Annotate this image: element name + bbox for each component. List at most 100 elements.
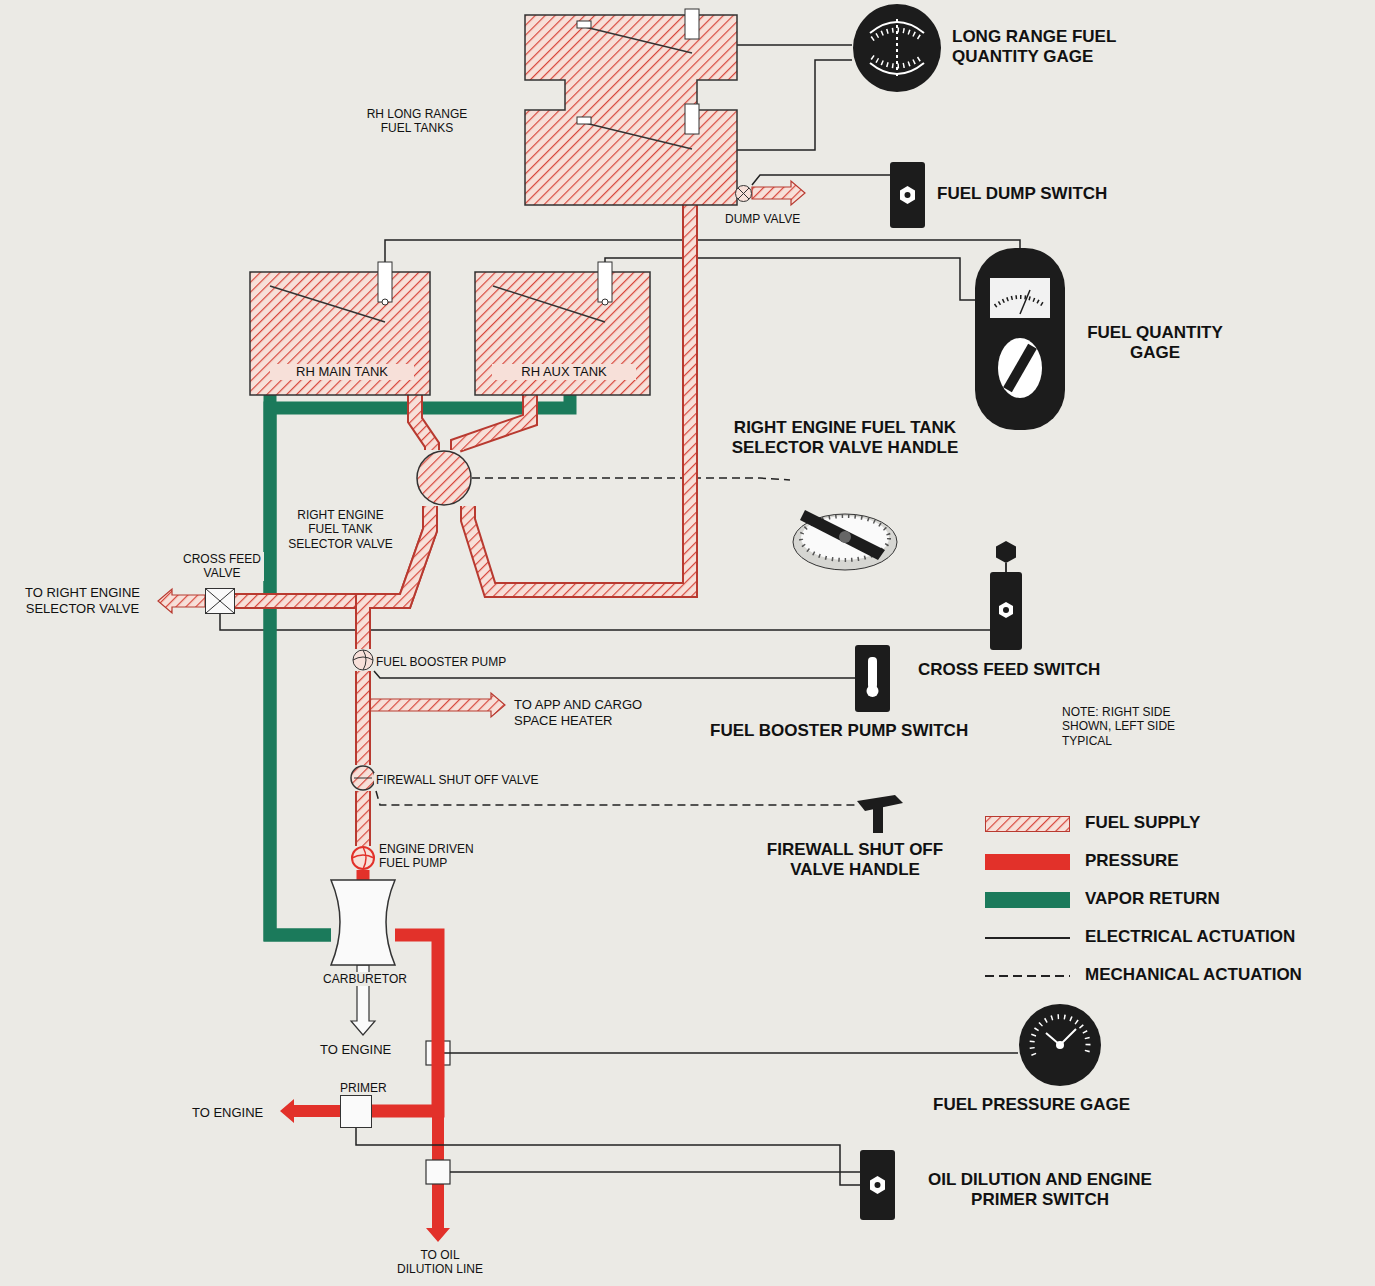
connector (220, 614, 990, 630)
component-shape (416, 450, 472, 506)
component-shape (975, 248, 1065, 430)
component-label: RIGHT ENGINE FUEL TANK SELECTOR VALVE HA… (700, 418, 990, 459)
connector (395, 935, 1018, 1053)
connector-path (357, 870, 370, 880)
legend-text: PRESSURE (1085, 851, 1179, 871)
drawing-part (853, 4, 941, 92)
drawing-part (1003, 607, 1009, 613)
legend-text: ELECTRICAL ACTUATION (1085, 927, 1295, 947)
legend-sample (985, 926, 1071, 950)
connector (363, 870, 364, 880)
component-label: FUEL DUMP SWITCH (937, 184, 1107, 204)
connector (605, 258, 975, 300)
drawing-part (354, 778, 372, 779)
component-label: FIREWALL SHUT OFF VALVE (374, 773, 540, 787)
component-label: FUEL QUANTITY GAGE (1075, 323, 1235, 364)
component-label: CROSS FEED VALVE (180, 552, 264, 581)
connector-path (458, 395, 530, 450)
label-holder: NOTE: RIGHT SIDE SHOWN, LEFT SIDE TYPICA… (1060, 705, 1204, 748)
drawing-part (736, 186, 752, 202)
component-shape (351, 846, 375, 870)
drawing-part (525, 15, 737, 205)
connector-path (270, 395, 331, 935)
connector-path (220, 614, 990, 630)
connector-path (376, 791, 855, 805)
component-node: FUEL QUANTITY GAGE (975, 248, 1065, 430)
drawing-part (875, 1182, 881, 1188)
drawing-part (890, 162, 925, 228)
component-shape (855, 645, 890, 712)
drawing-part (1003, 344, 1037, 392)
drawing-part (855, 645, 890, 712)
callout-label: TO OIL DILUTION LINE (393, 1248, 487, 1277)
connector-path (415, 395, 432, 450)
legend-row: FUEL SUPPLY (985, 812, 1365, 838)
component-shape (855, 795, 905, 835)
legend-text: FUEL SUPPLY (1085, 813, 1200, 833)
heater-outlet-arrow (370, 693, 505, 717)
drawing-part (839, 531, 851, 543)
legend-swatch (985, 854, 1070, 870)
connector (472, 478, 790, 480)
label-holder: TO APP AND CARGO SPACE HEATER (512, 697, 656, 728)
component-node: FIREWALL SHUT OFF VALVE (350, 765, 376, 791)
component-node: RH LONG RANGE FUEL TANKS (525, 15, 737, 205)
component-node: RH MAIN TANK (250, 272, 430, 395)
drawing-part (685, 9, 699, 39)
component-node: CARBURETOR (331, 880, 395, 965)
drawing-part (870, 1176, 885, 1194)
legend-sample (985, 812, 1071, 836)
legend-row: PRESSURE (985, 850, 1365, 876)
component-node: CROSS FEED VALVE (205, 588, 235, 614)
component-node: DUMP VALVE (735, 185, 752, 202)
drawing-part (206, 589, 235, 614)
connector-path (357, 671, 369, 765)
drawing-part (896, 19, 898, 77)
connector (737, 45, 852, 46)
connector-path (468, 205, 690, 590)
connector (363, 791, 364, 846)
legend-row: MECHANICAL ACTUATION (985, 964, 1365, 990)
drawing-part (990, 278, 1050, 318)
drawing-part (206, 589, 234, 613)
connector (270, 395, 331, 935)
connector-path (357, 791, 369, 846)
drawing-part (685, 104, 699, 134)
connector-path (737, 44, 852, 46)
component-label: LONG RANGE FUEL QUANTITY GAGE (952, 27, 1152, 68)
component-label: RH MAIN TANK (270, 364, 414, 380)
drawing-part (868, 657, 877, 689)
callout-label: NOTE: RIGHT SIDE SHOWN, LEFT SIDE TYPICA… (1060, 705, 1204, 748)
drawing-part (800, 510, 885, 560)
component-label: DUMP VALVE (723, 212, 802, 226)
drawing-part (860, 1150, 895, 1220)
component-node: RIGHT ENGINE FUEL TANK SELECTOR VALVE HA… (790, 480, 900, 575)
crossfeed-outlet-arrow (158, 589, 205, 613)
component-label: FUEL BOOSTER PUMP SWITCH (710, 721, 968, 741)
label-holder: TO RIGHT ENGINE SELECTOR VALVE (8, 585, 157, 616)
legend-text: VAPOR RETURN (1085, 889, 1220, 909)
connector-path (235, 506, 430, 601)
connector (385, 240, 1020, 272)
drawing-part (1005, 563, 1007, 572)
connector (376, 791, 855, 805)
long-range-sender-wire (737, 60, 852, 150)
drawing-part (382, 299, 388, 305)
component-node: FUEL PRESSURE GAGE (1018, 1003, 1102, 1087)
component-node: PRIMER (340, 1095, 372, 1128)
connector (415, 395, 432, 450)
drawing-part (1019, 1004, 1101, 1086)
connector (363, 671, 364, 765)
connector-path (605, 258, 975, 300)
component-shape (852, 3, 942, 93)
drawing-part (1020, 290, 1030, 314)
component-label: CROSS FEED SWITCH (918, 660, 1100, 680)
callout-label: TO ENGINE (190, 1105, 265, 1121)
drawing-part (867, 685, 879, 697)
component-label: FUEL PRESSURE GAGE (933, 1095, 1130, 1115)
connector-path (458, 395, 530, 450)
drawing-part (417, 451, 471, 505)
drawing-part (598, 262, 612, 302)
